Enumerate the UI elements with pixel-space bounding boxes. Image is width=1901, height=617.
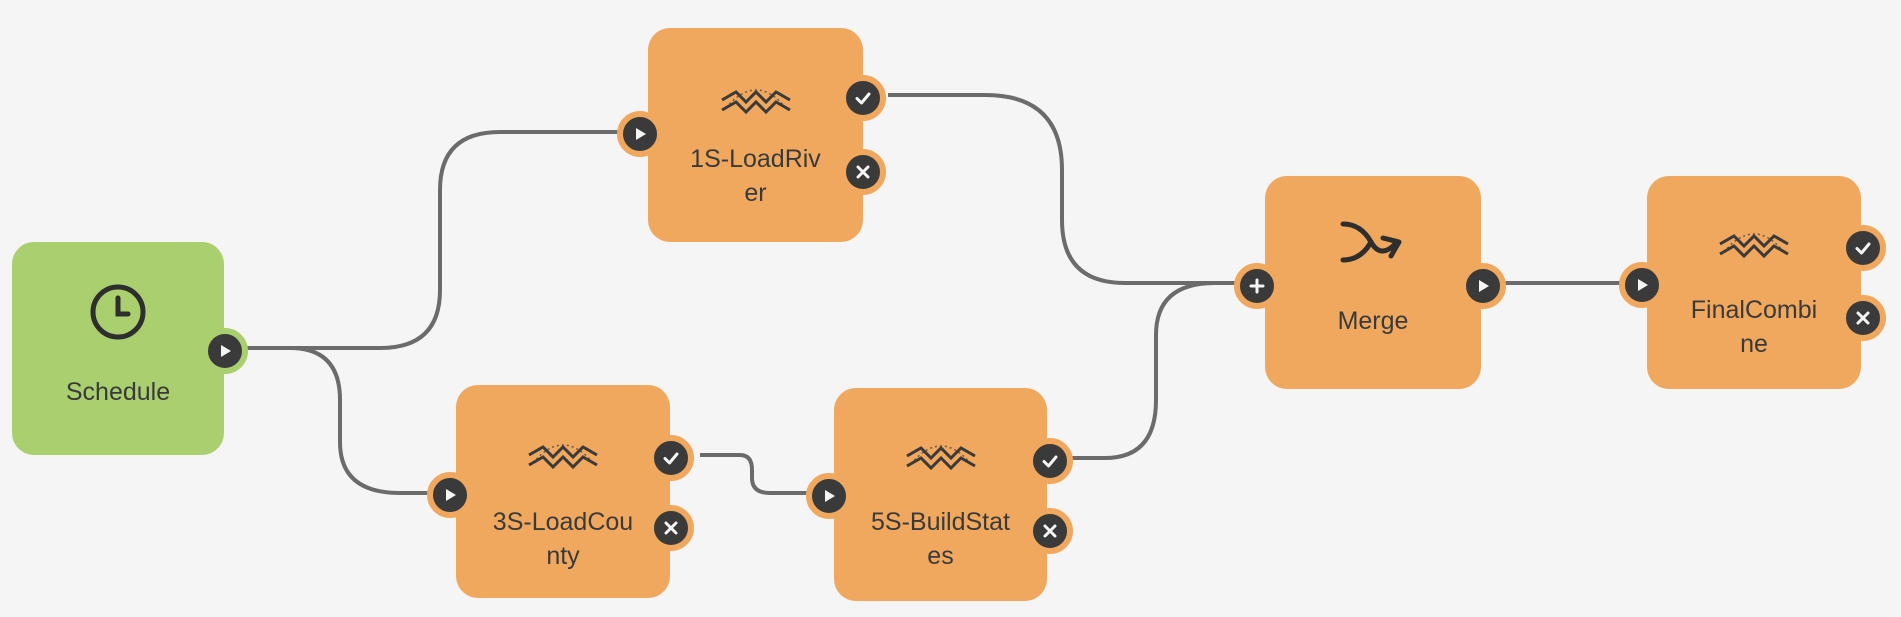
merge-input-port[interactable] xyxy=(1234,263,1280,309)
merge-icon xyxy=(1340,221,1402,263)
check-icon xyxy=(1855,242,1871,255)
build-states-label: 5S-BuildStat es xyxy=(871,508,1010,570)
connector-build-states-to-merge xyxy=(1068,281,1242,460)
fme-icon xyxy=(905,445,976,471)
load-county-failure-port[interactable] xyxy=(648,505,694,551)
load-county-label: 3S-LoadCou nty xyxy=(492,508,634,570)
final-combine-label: FinalCombi ne xyxy=(1690,296,1818,358)
play-icon xyxy=(221,345,231,357)
connector-load-river-to-merge xyxy=(888,93,1242,285)
load-county-node[interactable]: 3S-LoadCou nty xyxy=(456,385,670,598)
load-river-success-port[interactable] xyxy=(840,75,886,121)
merge-node[interactable]: Merge xyxy=(1265,176,1481,389)
load-river-node[interactable]: 1S-LoadRiv er xyxy=(648,28,863,242)
final-combine-failure-port[interactable] xyxy=(1840,295,1886,341)
final-combine-node[interactable]: FinalCombi ne xyxy=(1647,176,1861,389)
schedule-label: Schedule xyxy=(65,378,171,406)
clock-icon xyxy=(90,284,146,340)
close-icon xyxy=(1043,524,1057,538)
build-states-input-port[interactable] xyxy=(806,473,852,519)
schedule-node[interactable]: Schedule xyxy=(12,242,224,455)
play-icon xyxy=(636,128,646,140)
connector-schedule-to-load-county xyxy=(243,346,438,495)
load-county-success-port[interactable] xyxy=(648,435,694,481)
play-icon xyxy=(825,490,835,502)
check-icon xyxy=(663,452,679,465)
close-icon xyxy=(1856,311,1870,325)
load-river-failure-port[interactable] xyxy=(840,149,886,195)
build-states-failure-port[interactable] xyxy=(1027,508,1073,554)
play-icon xyxy=(1638,279,1648,291)
close-icon xyxy=(664,521,678,535)
play-icon xyxy=(1479,280,1489,292)
merge-label: Merge xyxy=(1337,307,1409,335)
load-river-input-port[interactable] xyxy=(617,111,663,157)
plus-icon xyxy=(1249,278,1265,294)
final-combine-input-port[interactable] xyxy=(1619,262,1665,308)
fme-icon xyxy=(1719,233,1789,259)
load-county-input-port[interactable] xyxy=(427,472,473,518)
fme-icon xyxy=(720,89,791,115)
fme-icon xyxy=(528,444,598,470)
build-states-success-port[interactable] xyxy=(1027,438,1073,484)
connector-load-county-to-build-states xyxy=(700,453,817,495)
build-states-node[interactable]: 5S-BuildStat es xyxy=(834,388,1047,601)
check-icon xyxy=(1042,455,1058,468)
connector-schedule-to-load-river xyxy=(243,130,628,350)
check-icon xyxy=(855,92,871,105)
merge-output-port[interactable] xyxy=(1460,263,1506,309)
final-combine-success-port[interactable] xyxy=(1840,225,1886,271)
schedule-output-port[interactable] xyxy=(202,328,248,374)
load-river-label: 1S-LoadRiv er xyxy=(690,145,821,207)
close-icon xyxy=(856,165,870,179)
play-icon xyxy=(446,489,456,501)
